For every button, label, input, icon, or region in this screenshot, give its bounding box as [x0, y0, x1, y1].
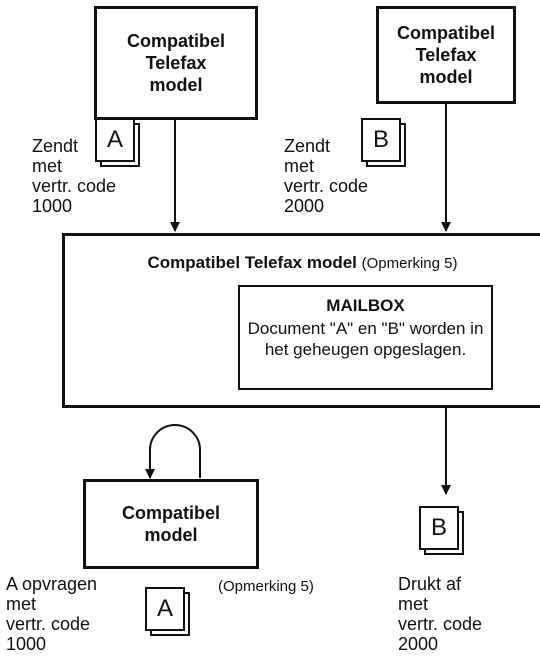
receiver-b-caption-line-2: met [398, 594, 429, 614]
sender-b-title-line-3: model [419, 67, 473, 87]
document-b-printed-icon: B [419, 506, 464, 556]
sender-b-caption-line-2: met [284, 156, 315, 176]
receiver-b-caption-line-3: vertr. code [398, 614, 483, 634]
main-note: (Opmerking 5) [361, 255, 458, 272]
sender-a-caption-line-4: 1000 [32, 196, 73, 216]
document-b-icon: B [361, 118, 406, 168]
mailbox-title: MAILBOX [326, 296, 405, 315]
sender-a-caption-line-1: Zendt [32, 136, 79, 156]
sender-b-title-line-1: Compatibel [396, 23, 495, 43]
document-a-return-letter: A [145, 587, 185, 631]
receiver-a-caption: A opvragen met vertr. code 1000 [6, 574, 97, 654]
receiver-b-caption-line-1: Drukt af [398, 574, 462, 594]
receiver-a-title-line-1: Compatibel [121, 503, 220, 523]
sender-a-caption-line-2: met [32, 156, 63, 176]
document-b-letter: B [361, 118, 401, 162]
document-a-letter: A [95, 118, 135, 162]
sender-b-caption-line-4: 2000 [284, 196, 325, 216]
mailbox-box: MAILBOX Document "A" en "B" worden in he… [238, 285, 493, 390]
receiver-a-title-line-2: model [144, 525, 198, 545]
receiver-a-note: (Opmerking 5) [218, 578, 314, 595]
sender-b-caption-line-1: Zendt [284, 136, 331, 156]
sender-a-caption-line-3: vertr. code [32, 176, 117, 196]
main-telefax-box: Compatibel Telefax model (Opmerking 5) M… [62, 233, 540, 408]
document-a-icon: A [95, 118, 140, 168]
receiver-a-caption-line-2: met [6, 594, 37, 614]
sender-a-title-line-3: model [149, 75, 203, 95]
sender-b-caption-line-3: vertr. code [284, 176, 369, 196]
mailbox-text-line-1: Document "A" en "B" worden in [247, 319, 484, 338]
receiver-a-caption-line-3: vertr. code [6, 614, 91, 634]
receiver-a-box: Compatibel model [83, 479, 259, 569]
receiver-b-caption-line-4: 2000 [398, 634, 439, 654]
receiver-a-caption-line-4: 1000 [6, 634, 47, 654]
main-title: Compatibel Telefax model [147, 253, 357, 272]
sender-b-title-line-2: Telefax [415, 45, 477, 65]
main-title-row: Compatibel Telefax model (Opmerking 5) [65, 253, 540, 273]
document-a-return-icon: A [145, 587, 190, 637]
arrow-receiver-a-loop [145, 424, 201, 479]
sender-a-title-line-2: Telefax [145, 53, 207, 73]
receiver-b-caption: Drukt af met vertr. code 2000 [398, 574, 482, 654]
sender-a-title-line-1: Compatibel [126, 31, 225, 51]
sender-b-caption: Zendt met vertr. code 2000 [284, 136, 368, 216]
mailbox-text-line-2: het geheugen opgeslagen. [264, 340, 467, 359]
sender-a-box: Compatibel Telefax model [94, 6, 258, 120]
sender-a-caption: Zendt met vertr. code 1000 [32, 136, 116, 216]
document-b-printed-letter: B [419, 506, 459, 550]
receiver-a-caption-line-1: A opvragen [6, 574, 98, 594]
sender-b-box: Compatibel Telefax model [376, 6, 516, 104]
